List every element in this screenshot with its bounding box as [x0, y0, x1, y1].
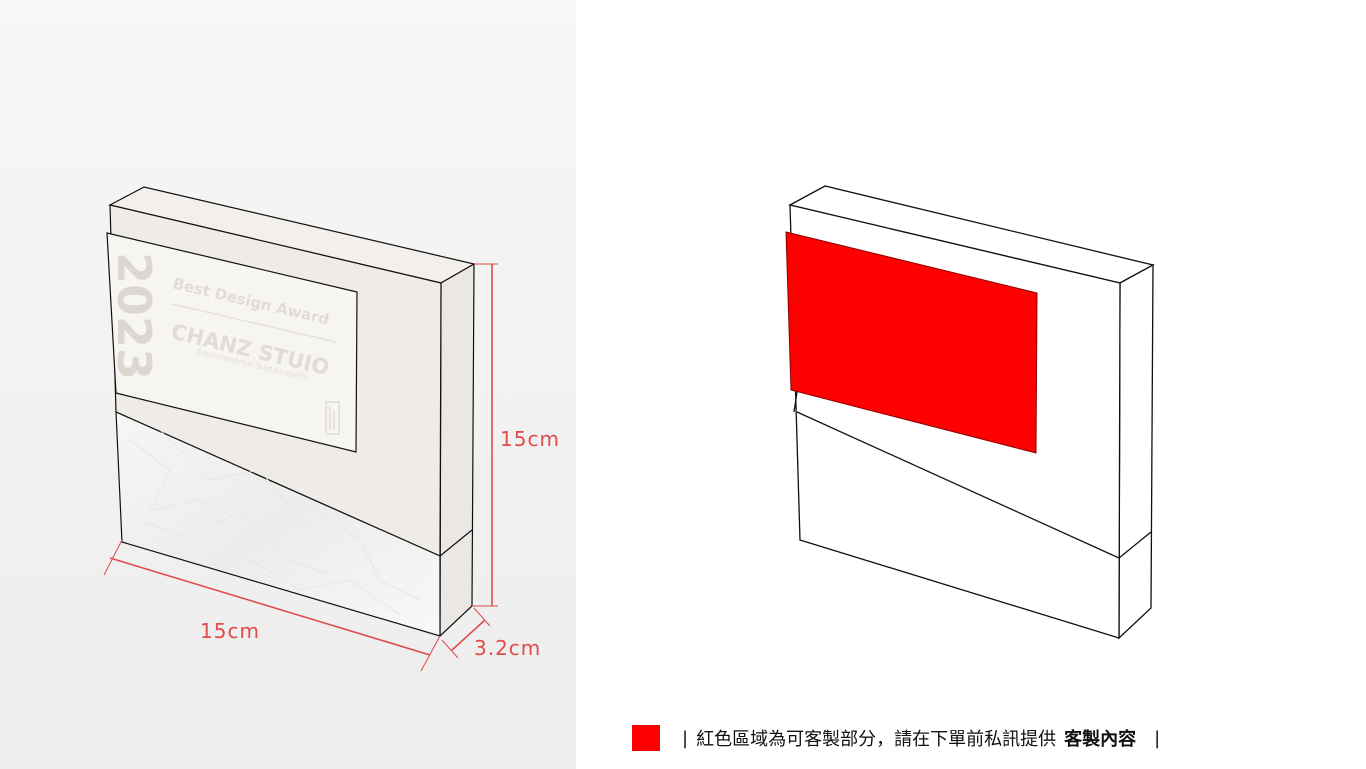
legend-text: 紅色區域為可客製部分，請在下單前私訊提供: [696, 729, 1057, 750]
width-label: 15cm: [200, 619, 260, 643]
award-plaque: [106, 232, 358, 453]
height-dimension: [472, 263, 498, 607]
height-label: 15cm: [500, 427, 560, 451]
legend-red-swatch: [632, 725, 660, 751]
product-render: 2023 Best Design Award CHANZ STUIO Envir…: [103, 186, 560, 672]
plaque-logo-icon: [325, 401, 340, 435]
legend: | 紅色區域為可客製部分，請在下單前私訊提供 客製內容 |: [632, 724, 1168, 752]
depth-dimension: [441, 607, 491, 659]
crystal-facets: [129, 429, 421, 616]
legend-separator-right: |: [1154, 727, 1161, 749]
customizable-area: [785, 231, 1038, 454]
legend-separator-left: |: [682, 727, 689, 749]
width-dimension: [103, 539, 441, 672]
plaque-year: 2023: [107, 252, 161, 380]
outline-side-face: [1118, 263, 1154, 640]
depth-label: 3.2cm: [474, 636, 541, 660]
plaque-divider: [171, 303, 337, 343]
legend-bold-text: 客製內容: [1064, 729, 1137, 750]
